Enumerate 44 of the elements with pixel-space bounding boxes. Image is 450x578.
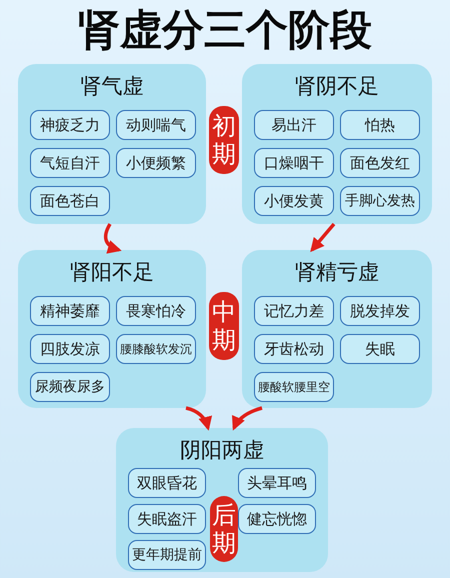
symptom-tag: 记忆力差 xyxy=(254,296,334,326)
symptom-tag: 神疲乏力 xyxy=(30,110,110,140)
panel-heading: 肾精亏虚 xyxy=(294,259,380,286)
symptom-tag: 脱发掉发 xyxy=(340,296,420,326)
symptom-tag: 畏寒怕冷 xyxy=(116,296,196,326)
title: 肾虚分三个阶段 xyxy=(77,4,373,56)
symptom-tag: 小便发黄 xyxy=(254,186,334,216)
panel-heading: 肾阳不足 xyxy=(69,259,155,286)
symptom-tag: 口燥咽干 xyxy=(254,148,334,178)
arrow xyxy=(232,406,262,431)
symptom-tag: 腰膝酸软发沉 xyxy=(116,334,196,364)
symptom-tag: 面色苍白 xyxy=(30,186,110,216)
symptom-tag: 小便频繁 xyxy=(116,148,196,178)
symptom-tag: 四肢发凉 xyxy=(30,334,110,364)
panel-heading: 阴阳两虚 xyxy=(179,437,265,464)
symptom-tag: 牙齿松动 xyxy=(254,334,334,364)
group-panel xyxy=(242,64,432,224)
symptom-tag: 怕热 xyxy=(340,110,420,140)
symptom-tag: 精神萎靡 xyxy=(30,296,110,326)
stage-badge: 中期 xyxy=(209,292,239,360)
symptom-tag: 腰酸软腰里空 xyxy=(254,372,334,402)
arrow xyxy=(310,222,336,252)
symptom-tag: 面色发红 xyxy=(340,148,420,178)
stage-badge: 后期 xyxy=(210,496,238,562)
symptom-tag: 手脚心发热 xyxy=(340,186,420,216)
group-panel xyxy=(116,428,328,572)
symptom-tag: 健忘恍惚 xyxy=(238,504,316,534)
arrow xyxy=(186,406,212,431)
symptom-tag: 更年期提前 xyxy=(128,540,206,570)
group-panel xyxy=(18,64,206,224)
stage-badge: 初期 xyxy=(209,106,239,174)
group-panel xyxy=(18,250,206,408)
group-panel xyxy=(242,250,432,408)
symptom-tag: 尿频夜尿多 xyxy=(30,372,110,402)
symptom-tag: 双眼昏花 xyxy=(128,468,206,498)
panel-heading: 肾阴不足 xyxy=(294,73,380,100)
arrow xyxy=(104,223,122,254)
symptom-tag: 失眠盗汗 xyxy=(128,504,206,534)
symptom-tag: 头晕耳鸣 xyxy=(238,468,316,498)
symptom-tag: 易出汗 xyxy=(254,110,334,140)
panel-heading: 肾气虚 xyxy=(80,73,144,100)
symptom-tag: 气短自汗 xyxy=(30,148,110,178)
symptom-tag: 失眠 xyxy=(340,334,420,364)
symptom-tag: 动则喘气 xyxy=(116,110,196,140)
